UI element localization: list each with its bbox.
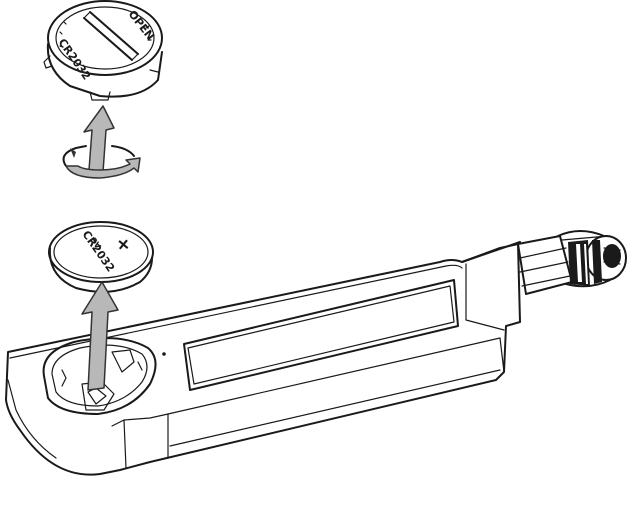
display-window xyxy=(183,279,459,391)
arrow-up-icon xyxy=(83,105,115,173)
rotate-icon xyxy=(62,145,141,179)
battery-compartment xyxy=(42,337,157,415)
coin-cell-battery: + 3V CR2032 xyxy=(48,221,154,293)
device-body xyxy=(5,241,521,476)
coin-polarity-label: + xyxy=(111,232,136,258)
cap-open-label: OPEN xyxy=(126,8,157,43)
sensor-probe xyxy=(517,230,627,295)
battery-cap: OPEN CR2032 xyxy=(43,0,163,101)
arrow-up-icon xyxy=(81,281,119,391)
cap-battery-label: CR2032 xyxy=(56,36,94,82)
coin-battery-label: CR2032 xyxy=(80,228,118,274)
